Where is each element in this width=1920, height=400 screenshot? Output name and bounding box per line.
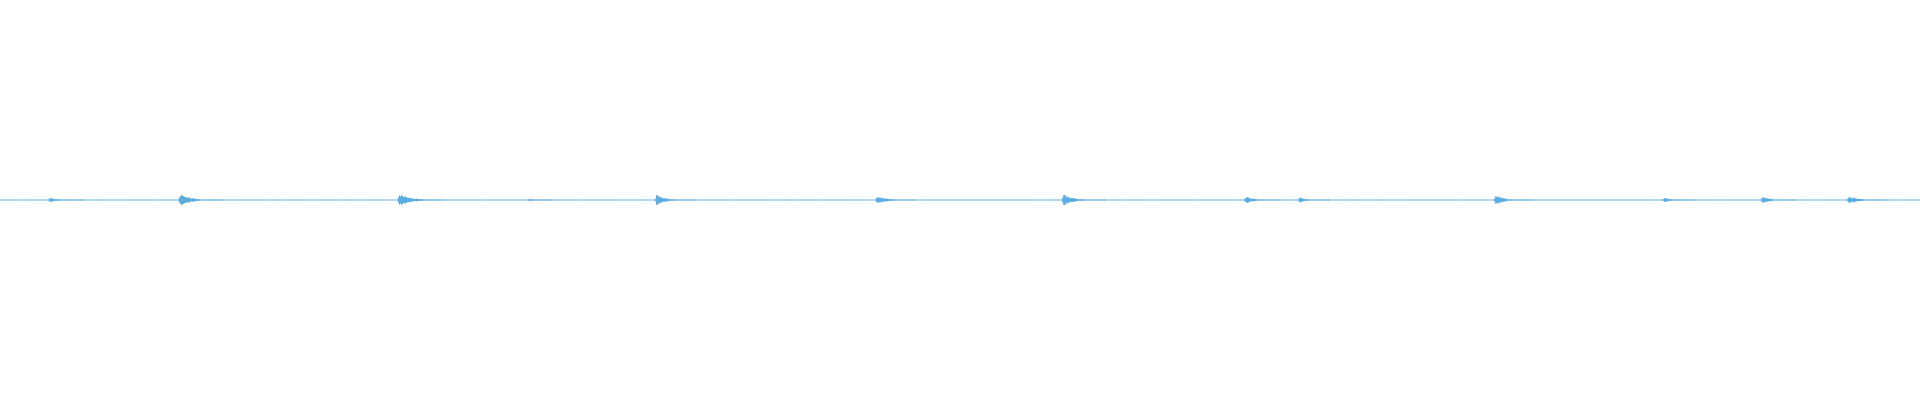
waveform-noise bbox=[0, 199, 1918, 201]
waveform-burst bbox=[1662, 198, 1696, 202]
waveform-burst bbox=[654, 194, 696, 206]
